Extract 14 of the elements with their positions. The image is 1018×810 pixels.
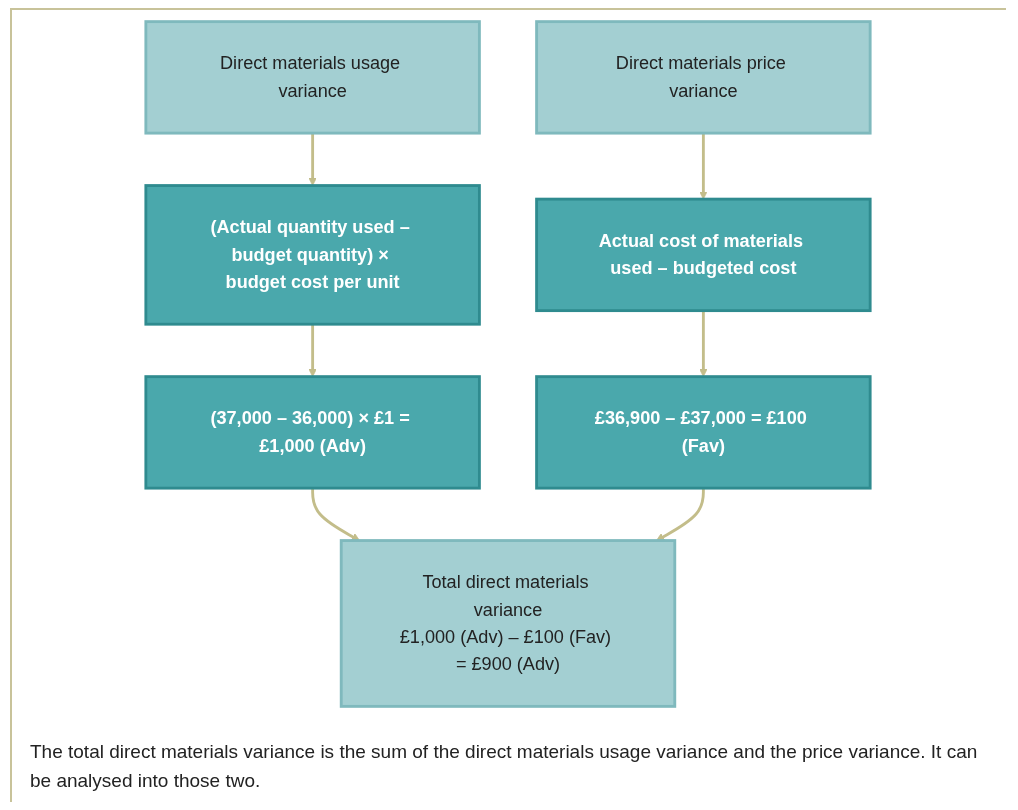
- node-box: Actual cost of materials used – budgeted cost: [535, 197, 872, 313]
- node-box: (37,000 – 36,000) × £1 = £1,000 (Adv): [144, 375, 481, 490]
- node-box: Direct materials price variance: [535, 20, 872, 135]
- arrow: [308, 133, 317, 186]
- arrow: [656, 488, 705, 541]
- node-box: (Actual quantity used – budget quantity) × budget cost per unit: [144, 184, 481, 326]
- node-box: Direct materials usage variance: [144, 20, 481, 135]
- arrow: [311, 488, 360, 541]
- node-box: £36,900 – £37,000 = £100 (Fav): [535, 375, 872, 490]
- arrow: [308, 324, 317, 377]
- node-box: Total direct materials variance £1,000 (Adv) – £100 (Fav) = £900 (Adv): [339, 539, 677, 708]
- arrow: [699, 310, 708, 377]
- caption: The total direct materials variance is the sum of the direct materials usage variance and the price variance. It can be analysed into those two.: [30, 740, 979, 793]
- arrow: [699, 133, 708, 200]
